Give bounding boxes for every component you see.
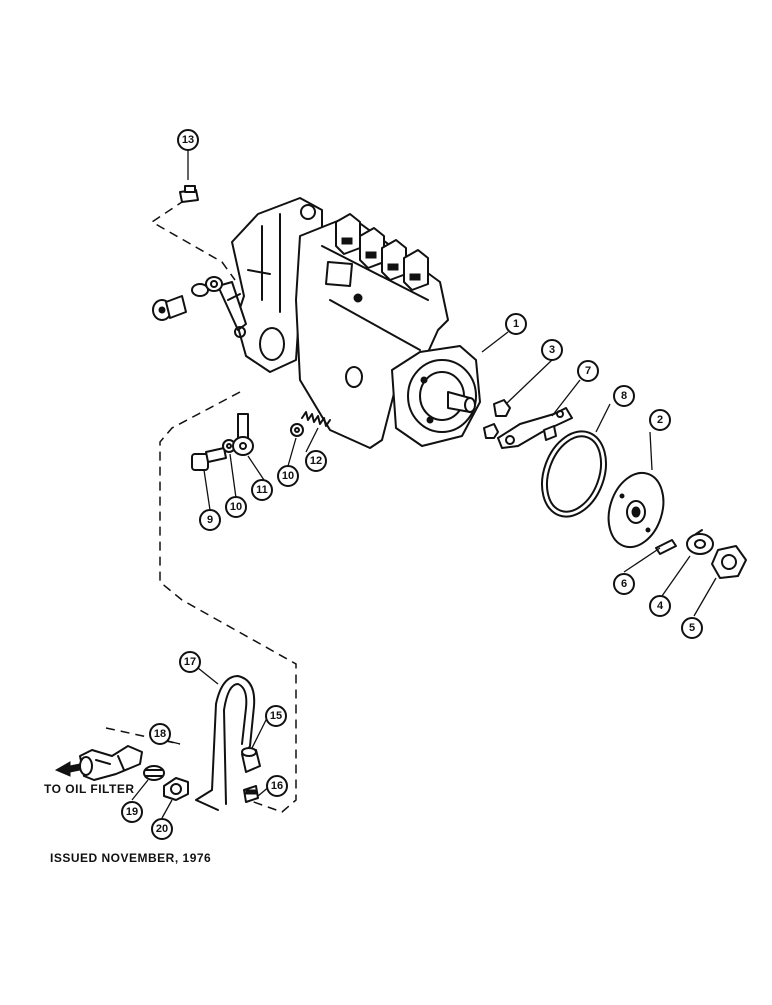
callout-7: 7 [577,360,599,382]
part-11-banjo-fitting [232,413,254,456]
callout-9: 9 [199,509,221,531]
svg-text:10: 10 [230,501,242,513]
svg-text:16: 16 [271,780,283,792]
callout-2: 2 [649,409,671,431]
svg-text:3: 3 [549,344,555,356]
callout-8: 8 [613,385,635,407]
callout-19: 19 [121,801,143,823]
callout-10-a: 10 [225,496,247,518]
callout-6: 6 [613,573,635,595]
plate-screw [543,425,557,441]
part-20-nut [163,777,189,801]
delivery-valves [335,213,429,291]
svg-text:1: 1 [513,318,519,330]
group-line-13 [150,199,236,281]
callout-17: 17 [179,651,201,673]
svg-text:13: 13 [182,134,194,146]
part-12-spring [301,411,331,427]
callout-11: 11 [251,479,273,501]
part-9-banjo-bolt [191,447,227,471]
svg-text:18: 18 [154,728,166,740]
callout-18: 18 [149,723,171,745]
part-2-hub [607,471,665,549]
svg-text:9: 9 [207,514,213,526]
issued-date-note: ISSUED NOVEMBER, 1976 [50,851,212,865]
svg-text:17: 17 [184,656,196,668]
callout-10-b: 10 [277,465,299,487]
svg-text:2: 2 [657,414,663,426]
callout-3: 3 [541,339,563,361]
part-4-washer [686,529,714,555]
part-8-o-ring [541,430,607,518]
part-3-nut [483,399,511,439]
svg-text:5: 5 [689,622,695,634]
part-5-nut [711,545,747,579]
part-10-washer-b [290,423,304,437]
part-17-hose [195,675,256,811]
callouts: 13 1 3 7 8 2 6 4 5 9 10 11 10 12 17 15 1… [121,129,703,840]
part-7-plate [497,407,573,449]
callout-16: 16 [266,775,288,797]
part-6-key [655,539,677,555]
part-18-elbow [79,745,143,781]
svg-text:7: 7 [585,365,591,377]
svg-text:15: 15 [270,710,282,722]
svg-text:20: 20 [156,823,168,835]
callout-1: 1 [505,313,527,335]
callout-5: 5 [681,617,703,639]
to-oil-filter-label: TO OIL FILTER [44,782,135,796]
svg-text:19: 19 [126,806,138,818]
part-15-fitting [241,747,261,773]
group-line-banjo [159,391,297,813]
svg-text:12: 12 [310,455,322,467]
part-19-sleeve [143,765,165,781]
svg-text:8: 8 [621,390,627,402]
svg-text:6: 6 [621,578,627,590]
lever-washer [191,283,209,297]
part-13-screw [179,185,199,203]
callout-4: 4 [649,595,671,617]
callout-15: 15 [265,705,287,727]
callout-13: 13 [177,129,199,151]
oil-filter-arrow [54,761,81,777]
lever-bolt [152,295,187,321]
callout-20: 20 [151,818,173,840]
svg-text:10: 10 [282,470,294,482]
svg-text:4: 4 [657,600,664,612]
injection-pump [217,197,481,449]
part-16-fitting [243,785,259,803]
svg-text:11: 11 [256,484,268,496]
callout-12: 12 [305,450,327,472]
leader-lines [131,150,717,819]
